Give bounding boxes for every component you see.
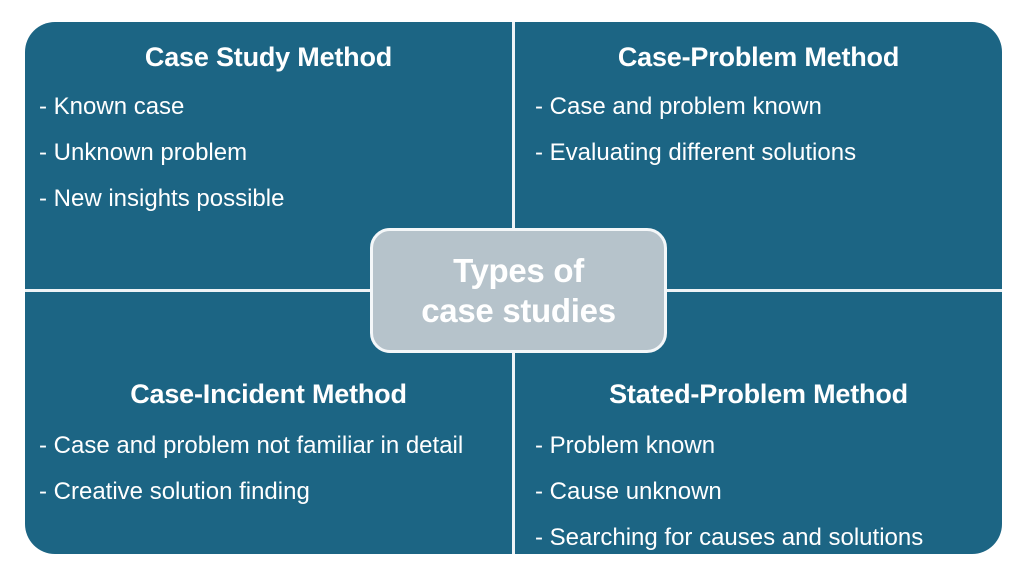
quadrant-list-stated-problem-method: - Problem known - Cause unknown - Search… [515,432,1002,552]
quadrant-stated-problem-method: Stated-Problem Method - Problem known - … [515,292,1002,554]
center-label-text: Types of case studies [421,251,616,329]
quadrant-list-case-incident-method: - Case and problem not familiar in detai… [25,432,512,506]
quadrant-title-stated-problem-method: Stated-Problem Method [609,379,908,409]
list-item: - Known case [39,93,185,120]
list-item: - Case and problem known [535,93,822,120]
quadrant-case-study-method: Case Study Method - Known case - Unknown… [25,22,512,289]
list-item: - Searching for causes and solutions [535,524,924,551]
diagram-panel: Case Study Method - Known case - Unknown… [25,22,1002,554]
quadrant-case-problem-method: Case-Problem Method - Case and problem k… [515,22,1002,289]
list-item: - Creative solution finding [39,478,310,505]
list-item: - Evaluating different solutions [535,139,857,166]
list-item: - New insights possible [39,185,285,212]
quadrant-title-case-study-method: Case Study Method [144,42,393,72]
list-item: - Cause unknown [535,478,722,505]
list-item: - Problem known [535,432,716,459]
quadrant-list-case-problem-method: - Case and problem known - Evaluating di… [515,93,1002,167]
list-item: - Unknown problem [39,139,248,166]
list-item: - Case and problem not familiar in detai… [39,432,464,459]
quadrant-list-case-study-method: - Known case - Unknown problem - New ins… [25,93,512,213]
center-label-box: Types of case studies [370,228,667,353]
quadrant-title-case-problem-method: Case-Problem Method [617,42,900,72]
quadrant-case-incident-method: Case-Incident Method - Case and problem … [25,292,512,554]
quadrant-title-case-incident-method: Case-Incident Method [130,379,407,409]
